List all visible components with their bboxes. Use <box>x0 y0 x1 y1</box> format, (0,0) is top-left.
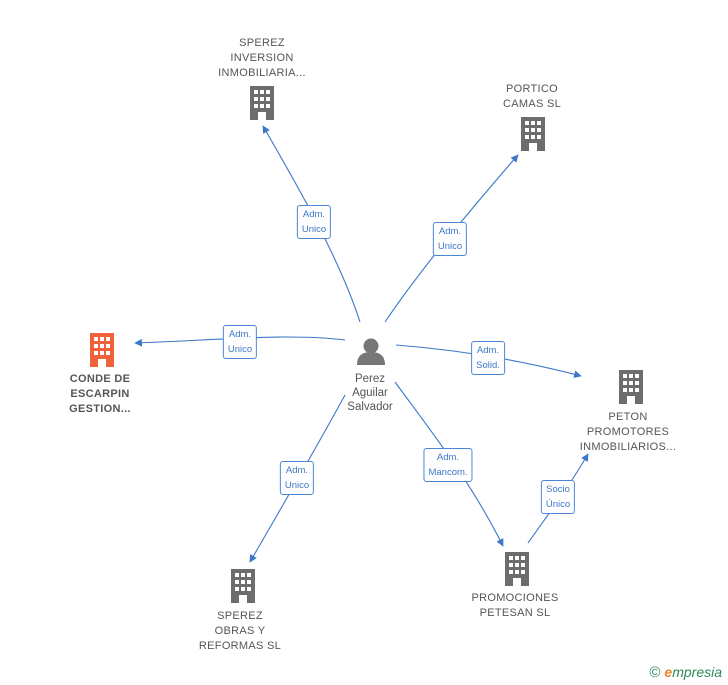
company-name-line: CONDE DE <box>69 373 131 385</box>
company-name-line: SPEREZ <box>239 37 285 49</box>
person-name-line: Salvador <box>347 401 393 413</box>
building-icon[interactable] <box>505 552 529 586</box>
brand-logo: ©empresia <box>649 664 722 681</box>
building-icon[interactable] <box>521 117 545 151</box>
company-name-line: INMOBILIARIA... <box>218 67 306 79</box>
company-name-line: SPEREZ <box>217 610 263 622</box>
building-icon[interactable] <box>90 333 114 367</box>
building-icon[interactable] <box>619 370 643 404</box>
brand-name: mpresia <box>672 664 722 680</box>
edge-role-text: Unico <box>301 224 327 235</box>
company-name-line: GESTION... <box>69 403 131 415</box>
company-name-line: PETON <box>608 411 648 423</box>
edge-role-text: Adm. <box>302 209 326 220</box>
company-label-conde[interactable]: CONDE DE ESCARPIN GESTION... <box>69 372 131 417</box>
company-name-line: ESCARPIN <box>70 388 130 400</box>
edge-role-text: Adm. <box>438 226 462 237</box>
company-name-line: REFORMAS SL <box>198 640 282 652</box>
company-label-portico[interactable]: PORTICO CAMAS SL <box>503 82 561 112</box>
company-label-promociones[interactable]: PROMOCIONES PETESAN SL <box>471 591 558 621</box>
edge-role-text: Solid. <box>476 360 500 371</box>
edge-role-text: Adm. <box>476 345 500 356</box>
edge-role-label[interactable]: Adm. Solid. <box>471 341 505 375</box>
edge-role-text: Unico <box>284 480 310 491</box>
building-icon[interactable] <box>231 569 255 603</box>
company-name-line: PETESAN SL <box>479 607 551 619</box>
edge-role-text: Mancom. <box>428 467 468 478</box>
edge-role-text: Único <box>545 499 571 510</box>
company-name-line: OBRAS Y <box>214 625 266 637</box>
company-name-line: INMOBILIARIOS... <box>579 441 677 453</box>
company-name-line: CAMAS SL <box>502 98 562 110</box>
person-name-line: Aguilar <box>352 387 388 399</box>
company-name-line: PORTICO <box>505 83 558 95</box>
edge-role-label[interactable]: Adm. Unico <box>432 222 468 256</box>
edge-role-label[interactable]: Adm. Unico <box>296 205 332 239</box>
edge-role-label[interactable]: Adm. Mancom. <box>423 448 473 482</box>
person-icon[interactable] <box>357 338 385 366</box>
company-label-sperez-obras[interactable]: SPEREZ OBRAS Y REFORMAS SL <box>199 609 281 654</box>
edge-role-text: Unico <box>227 344 253 355</box>
company-name-line: PROMOCIONES <box>471 592 559 604</box>
copyright-symbol: © <box>649 664 661 681</box>
brand-initial: e <box>664 664 673 680</box>
edge-role-text: Adm. <box>436 452 460 463</box>
company-label-sperez-inversion[interactable]: SPEREZ INVERSION INMOBILIARIA... <box>218 36 306 81</box>
edge-role-text: Unico <box>437 241 463 252</box>
building-icon[interactable] <box>250 86 274 120</box>
person-name-line: Perez <box>354 373 386 385</box>
company-label-peton[interactable]: PETON PROMOTORES INMOBILIARIOS... <box>580 410 676 455</box>
edge-role-text: Adm. <box>228 329 252 340</box>
edge-role-text: Socio <box>546 484 570 495</box>
edge-role-label[interactable]: Adm. Unico <box>222 325 258 359</box>
edge-role-label[interactable]: Adm. Unico <box>279 461 315 495</box>
edge-role-text: Adm. <box>285 465 309 476</box>
center-person-label[interactable]: Perez Aguilar Salvador <box>347 372 392 414</box>
company-name-line: PROMOTORES <box>586 426 670 438</box>
company-name-line: INVERSION <box>230 52 294 64</box>
